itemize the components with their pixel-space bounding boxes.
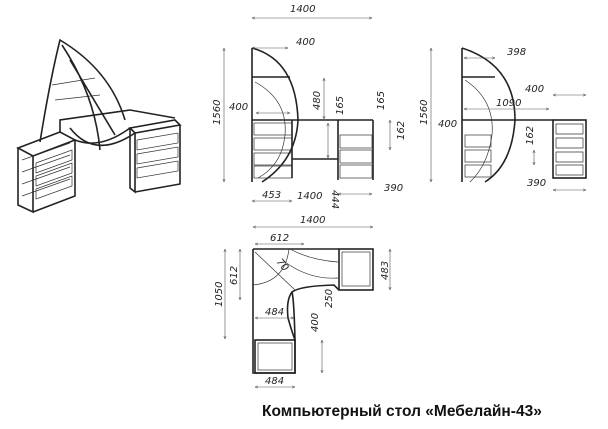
dim-front-drawer-height: 162 (396, 121, 407, 140)
side-view: 398 400 1090 400 1560 162 390 (419, 47, 587, 190)
dim-front-shelf: 400 (296, 37, 315, 48)
dim-plan-right-pedestal: 483 (380, 261, 391, 280)
front-view: 1400 400 400 1560 480 165 165 162 444 45… (212, 4, 407, 209)
dim-plan-cutout-length: 400 (310, 313, 321, 332)
dim-front-height: 1560 (212, 100, 223, 125)
dim-front-drawer-gap-2: 165 (376, 91, 387, 110)
dim-plan-depth: 1050 (214, 282, 225, 307)
dim-side-height: 1560 (419, 100, 430, 125)
dim-side-shelf: 398 (507, 47, 526, 58)
dim-front-drawer-gap-1: 165 (335, 96, 346, 115)
dim-front-upper-gap: 480 (312, 91, 323, 110)
dim-side-drawer-height: 162 (525, 126, 536, 145)
dim-front-knee-height: 444 (329, 190, 340, 209)
dim-plan-bottom-pedestal: 484 (265, 376, 284, 387)
dim-plan-corner-depth: 612 (229, 266, 240, 285)
dim-front-width-bottom: 1400 (297, 191, 322, 202)
dim-side-desk-length: 1090 (496, 98, 521, 109)
dim-plan-corner-width: 612 (270, 233, 289, 244)
dim-side-pedestal-depth: 400 (525, 84, 544, 95)
dim-front-left-pedestal: 453 (262, 190, 281, 201)
dim-side-pedestal-width: 390 (527, 178, 546, 189)
dim-front-right-pedestal: 390 (384, 183, 403, 194)
dim-plan-diagonal: 70 (274, 257, 291, 274)
dim-side-left-depth: 400 (438, 119, 457, 130)
dim-front-width-top: 1400 (290, 4, 315, 15)
dim-plan-width: 1400 (300, 215, 325, 226)
plan-view: 1400 612 612 1050 70 483 250 484 400 484 (214, 215, 391, 387)
drawing-title: Компьютерный стол «Мебелайн-43» (262, 403, 542, 420)
dim-front-left-depth: 400 (229, 102, 248, 113)
dim-plan-wing-width: 484 (265, 307, 284, 318)
dim-plan-cutout-depth: 250 (324, 289, 335, 308)
isometric-view (16, 38, 182, 214)
